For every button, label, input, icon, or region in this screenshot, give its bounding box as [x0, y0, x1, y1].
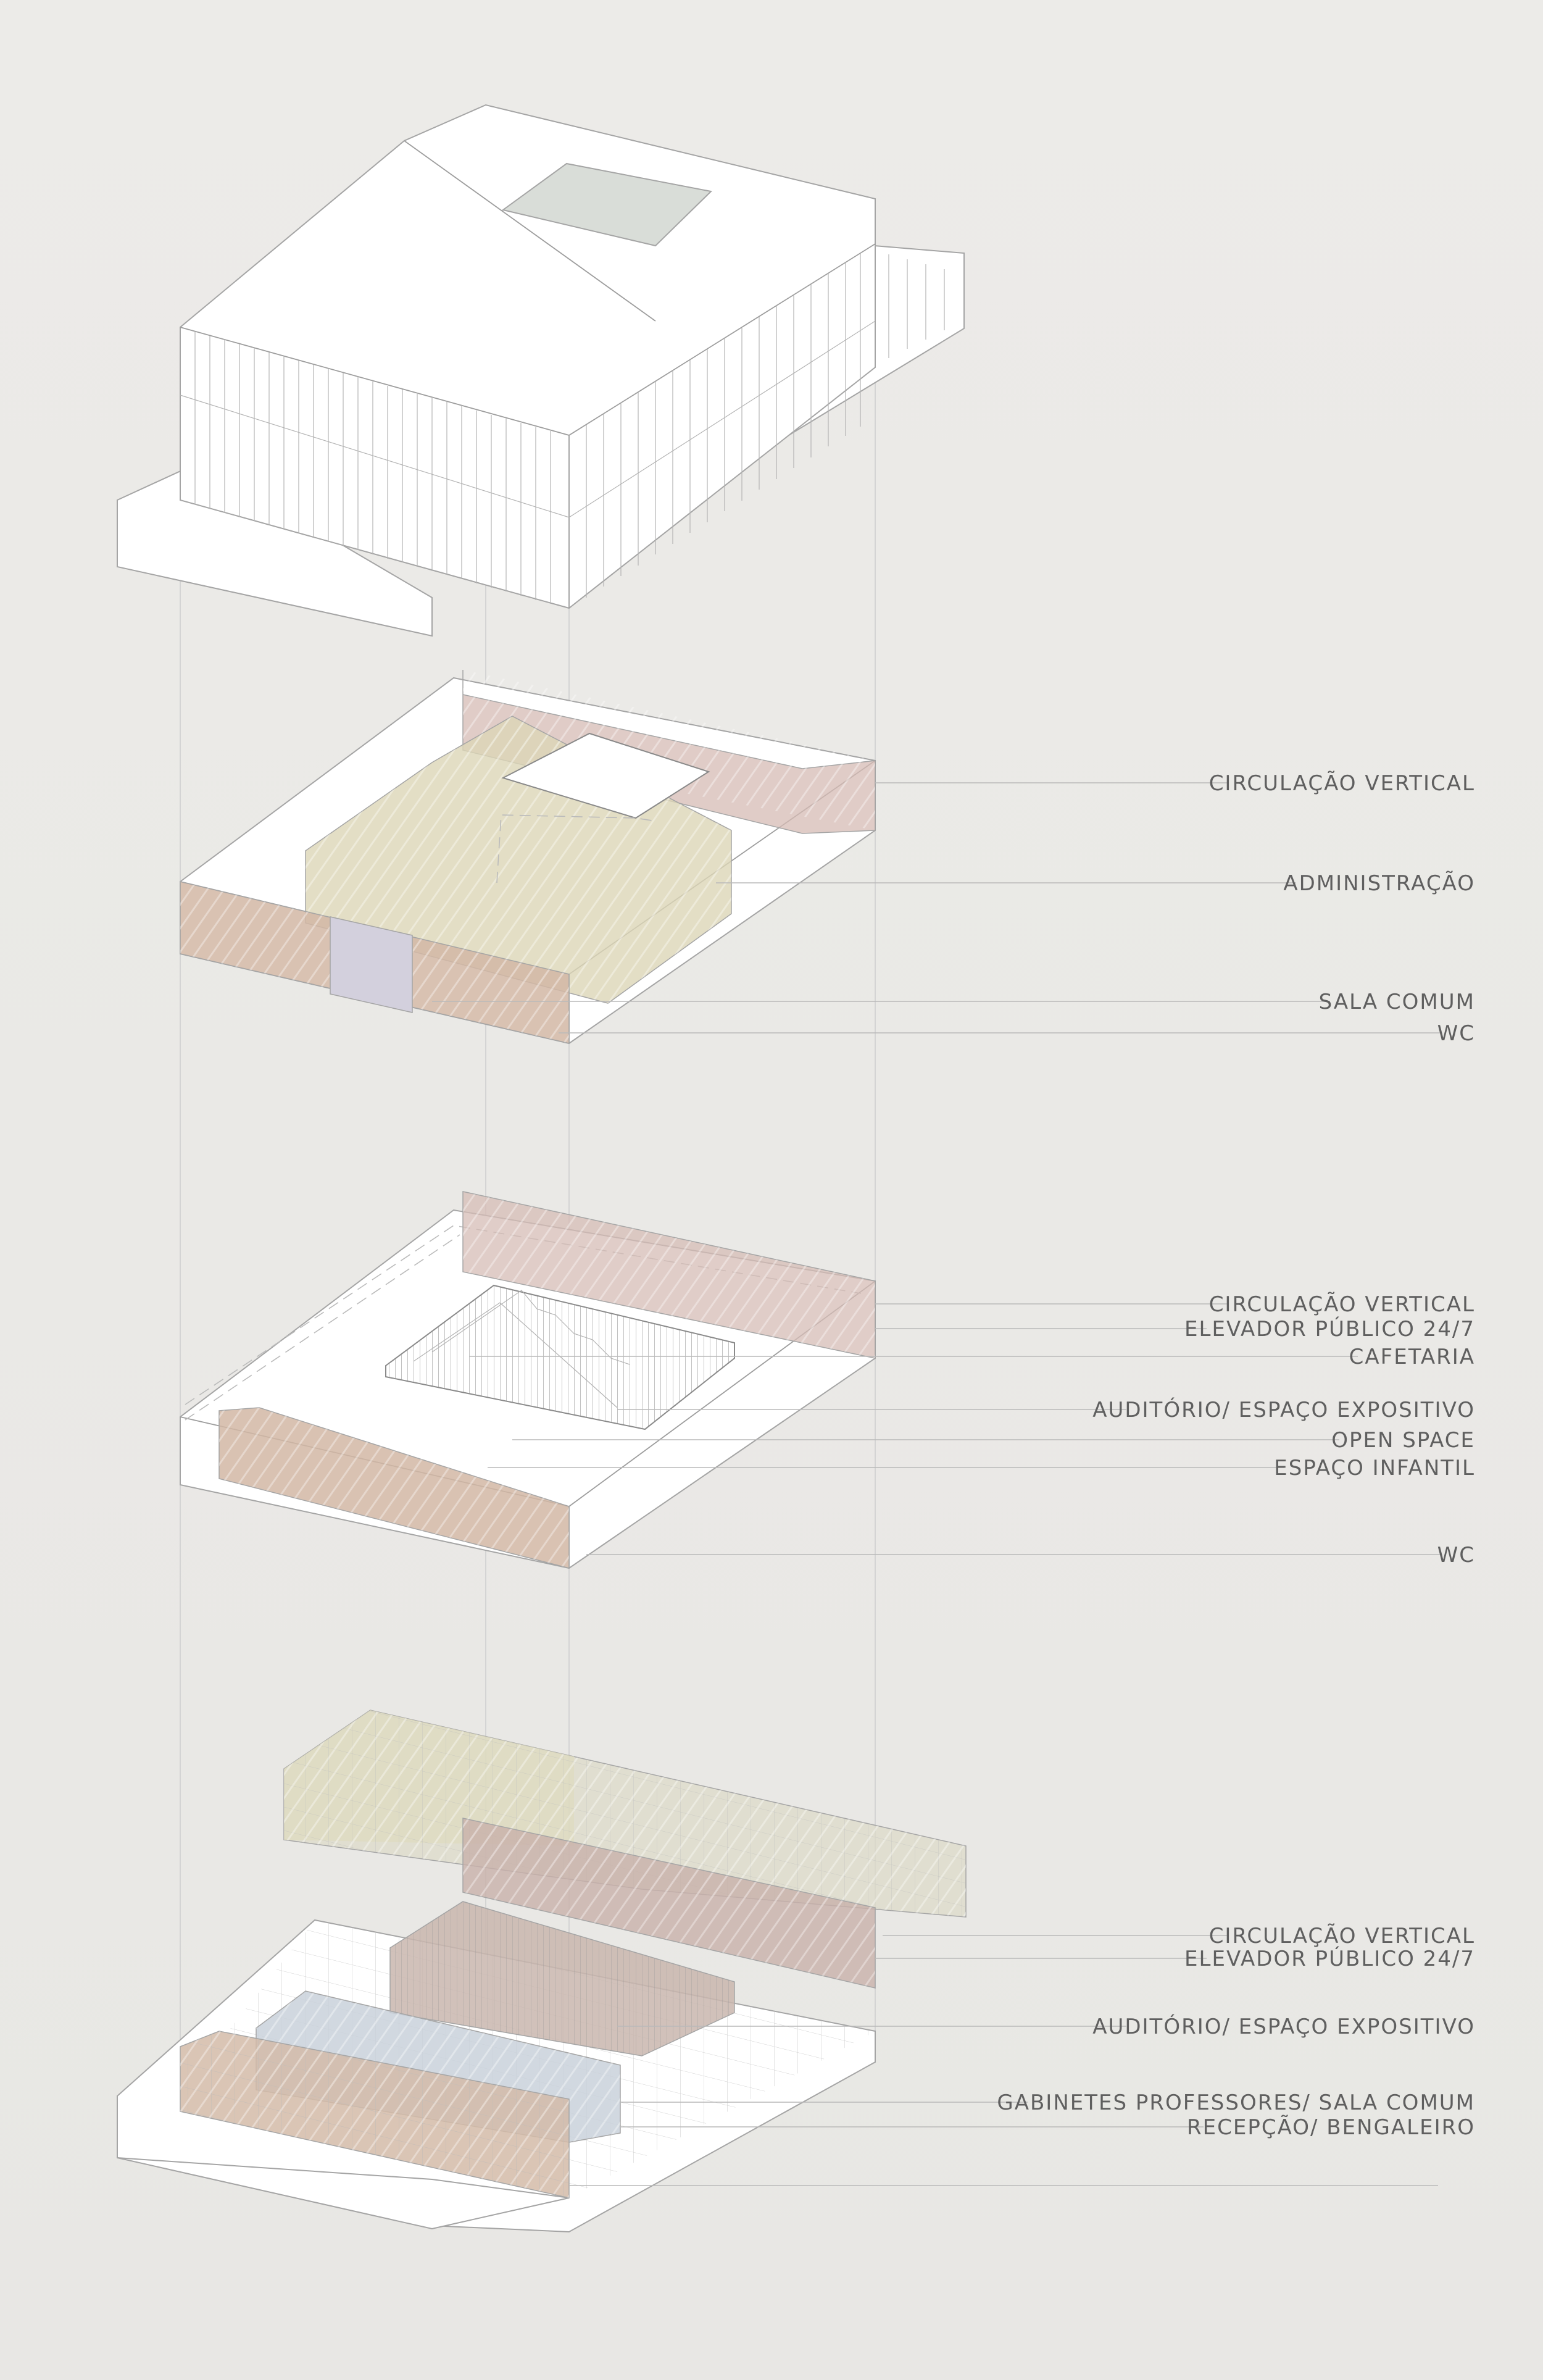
- label-circulacao-vertical: CIRCULAÇÃO VERTICAL: [1209, 771, 1475, 796]
- label-sala-comum: SALA COMUM: [1319, 990, 1475, 1014]
- floor-0: [117, 1710, 967, 2233]
- label-auditorio: AUDITÓRIO/ ESPAÇO EXPOSITIVO: [1092, 2014, 1475, 2039]
- label-wc: WC: [1437, 1543, 1475, 1568]
- label-gabinetes: GABINETES PROFESSORES/ SALA COMUM: [997, 2090, 1475, 2115]
- label-recepcao: RECEPÇÃO/ BENGALEIRO: [1187, 2115, 1475, 2140]
- label-espaco-infantil: ESPAÇO INFANTIL: [1274, 1456, 1475, 1480]
- leader-lines: [432, 782, 1441, 2186]
- floor-2: [180, 670, 876, 1045]
- label-elevador-publico: ELEVADOR PÚBLICO 24/7: [1184, 1946, 1475, 1971]
- floor-1: [180, 1191, 876, 1569]
- label-circulacao-vertical: CIRCULAÇÃO VERTICAL: [1209, 1924, 1475, 1948]
- label-administracao: ADMINISTRAÇÃO: [1283, 871, 1475, 896]
- label-elevador-publico: ELEVADOR PÚBLICO 24/7: [1184, 1316, 1475, 1342]
- label-auditorio: AUDITÓRIO/ ESPAÇO EXPOSITIVO: [1092, 1397, 1475, 1422]
- label-circulacao-vertical: CIRCULAÇÃO VERTICAL: [1209, 1292, 1475, 1317]
- label-open-space: OPEN SPACE: [1331, 1428, 1475, 1453]
- floor-0-labels: CIRCULAÇÃO VERTICAL ELEVADOR PÚBLICO 24/…: [997, 1924, 1475, 2140]
- floor-1-labels: CIRCULAÇÃO VERTICAL ELEVADOR PÚBLICO 24/…: [1092, 1292, 1475, 1568]
- floor-2-labels: CIRCULAÇÃO VERTICAL ADMINISTRAÇÃO SALA C…: [1209, 771, 1475, 1046]
- building-envelope: [117, 104, 965, 637]
- label-cafetaria: CAFETARIA: [1349, 1345, 1475, 1369]
- label-wc: WC: [1437, 1021, 1475, 1046]
